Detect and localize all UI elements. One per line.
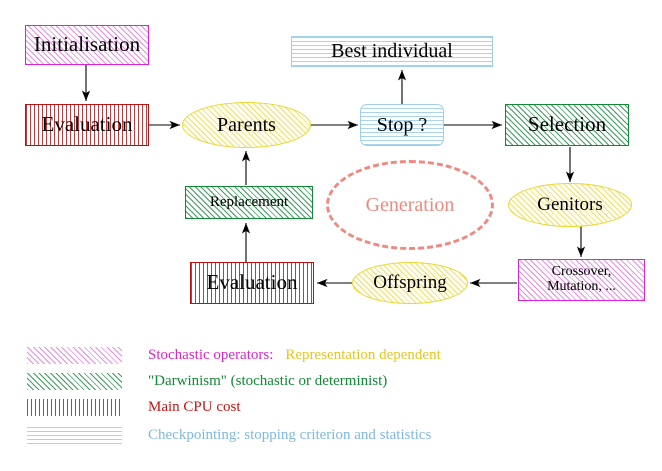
node-crossover-mutation-label: Crossover, Mutation, ... xyxy=(547,264,616,294)
node-genitors[interactable]: Genitors xyxy=(508,183,632,227)
node-stop-label: Stop ? xyxy=(376,113,428,136)
node-selection[interactable]: Selection xyxy=(505,104,629,146)
legend-label-darwinism: "Darwinism" (stochastic or determinist) xyxy=(148,372,388,389)
node-initialisation-label: Initialisation xyxy=(33,32,141,57)
legend-row-checkpointing: Checkpointing: stopping criterion and st… xyxy=(27,424,431,446)
node-evaluation-top-label: Evaluation xyxy=(41,112,133,137)
node-selection-label: Selection xyxy=(527,112,607,137)
legend-label-stochastic: Stochastic operators: xyxy=(148,346,274,363)
node-replacement[interactable]: Replacement xyxy=(185,186,313,219)
legend-swatch-green xyxy=(27,372,122,390)
legend-swatch-red xyxy=(27,398,122,416)
node-replacement-label: Replacement xyxy=(209,193,289,210)
node-crossover-mutation[interactable]: Crossover, Mutation, ... xyxy=(518,259,645,301)
node-generation-label: Generation xyxy=(365,193,455,216)
legend-label-cpu: Main CPU cost xyxy=(148,398,241,415)
node-generation[interactable]: Generation xyxy=(326,160,494,250)
node-stop[interactable]: Stop ? xyxy=(360,104,444,146)
legend-label-checkpointing: Checkpointing: stopping criterion and st… xyxy=(148,426,432,443)
node-evaluation-top[interactable]: Evaluation xyxy=(25,104,149,146)
node-best-individual-label: Best individual xyxy=(331,40,453,63)
legend-row-darwinism: "Darwinism" (stochastic or determinist) xyxy=(27,370,387,392)
legend-row-stochastic: Stochastic operators: Representation dep… xyxy=(27,344,441,366)
node-offspring[interactable]: Offspring xyxy=(352,262,468,304)
node-parents-label: Parents xyxy=(217,113,276,136)
legend-label-representation: Representation dependent xyxy=(285,346,441,363)
node-offspring-label: Offspring xyxy=(373,272,447,294)
node-best-individual[interactable]: Best individual xyxy=(291,36,493,67)
node-parents[interactable]: Parents xyxy=(182,102,311,148)
node-evaluation-bottom-label: Evaluation xyxy=(206,270,298,295)
node-initialisation[interactable]: Initialisation xyxy=(25,25,149,65)
node-evaluation-bottom[interactable]: Evaluation xyxy=(190,262,314,304)
node-genitors-label: Genitors xyxy=(537,194,603,216)
legend-row-cpu: Main CPU cost xyxy=(27,396,241,418)
legend-swatch-magenta xyxy=(27,346,122,364)
legend-swatch-blue xyxy=(27,426,122,444)
